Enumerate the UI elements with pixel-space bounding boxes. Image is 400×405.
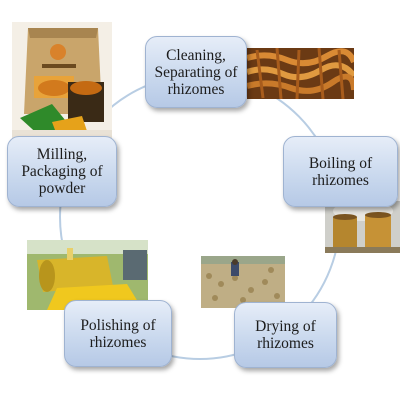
polishing-drum-photo: [27, 240, 148, 310]
stage-milling-packaging: Milling, Packaging of powder: [7, 136, 117, 207]
stage-cleaning-label: Cleaning, Separating of rhizomes: [154, 46, 238, 98]
stage-cleaning-separating: Cleaning, Separating of rhizomes: [145, 36, 247, 108]
stage-drying-label: Drying of rhizomes: [255, 318, 316, 352]
powder-package-photo: [12, 22, 112, 140]
rhizomes-photo: [247, 48, 354, 99]
stage-drying: Drying of rhizomes: [234, 302, 337, 368]
boiling-drums-photo: [325, 201, 400, 253]
drying-rhizomes-photo: [201, 256, 285, 308]
stage-polishing-label: Polishing of rhizomes: [80, 316, 156, 351]
stage-boiling: Boiling of rhizomes: [283, 136, 398, 207]
stage-polishing: Polishing of rhizomes: [64, 300, 172, 367]
stage-milling-label: Milling, Packaging of powder: [21, 146, 103, 197]
stage-boiling-label: Boiling of rhizomes: [308, 154, 373, 189]
